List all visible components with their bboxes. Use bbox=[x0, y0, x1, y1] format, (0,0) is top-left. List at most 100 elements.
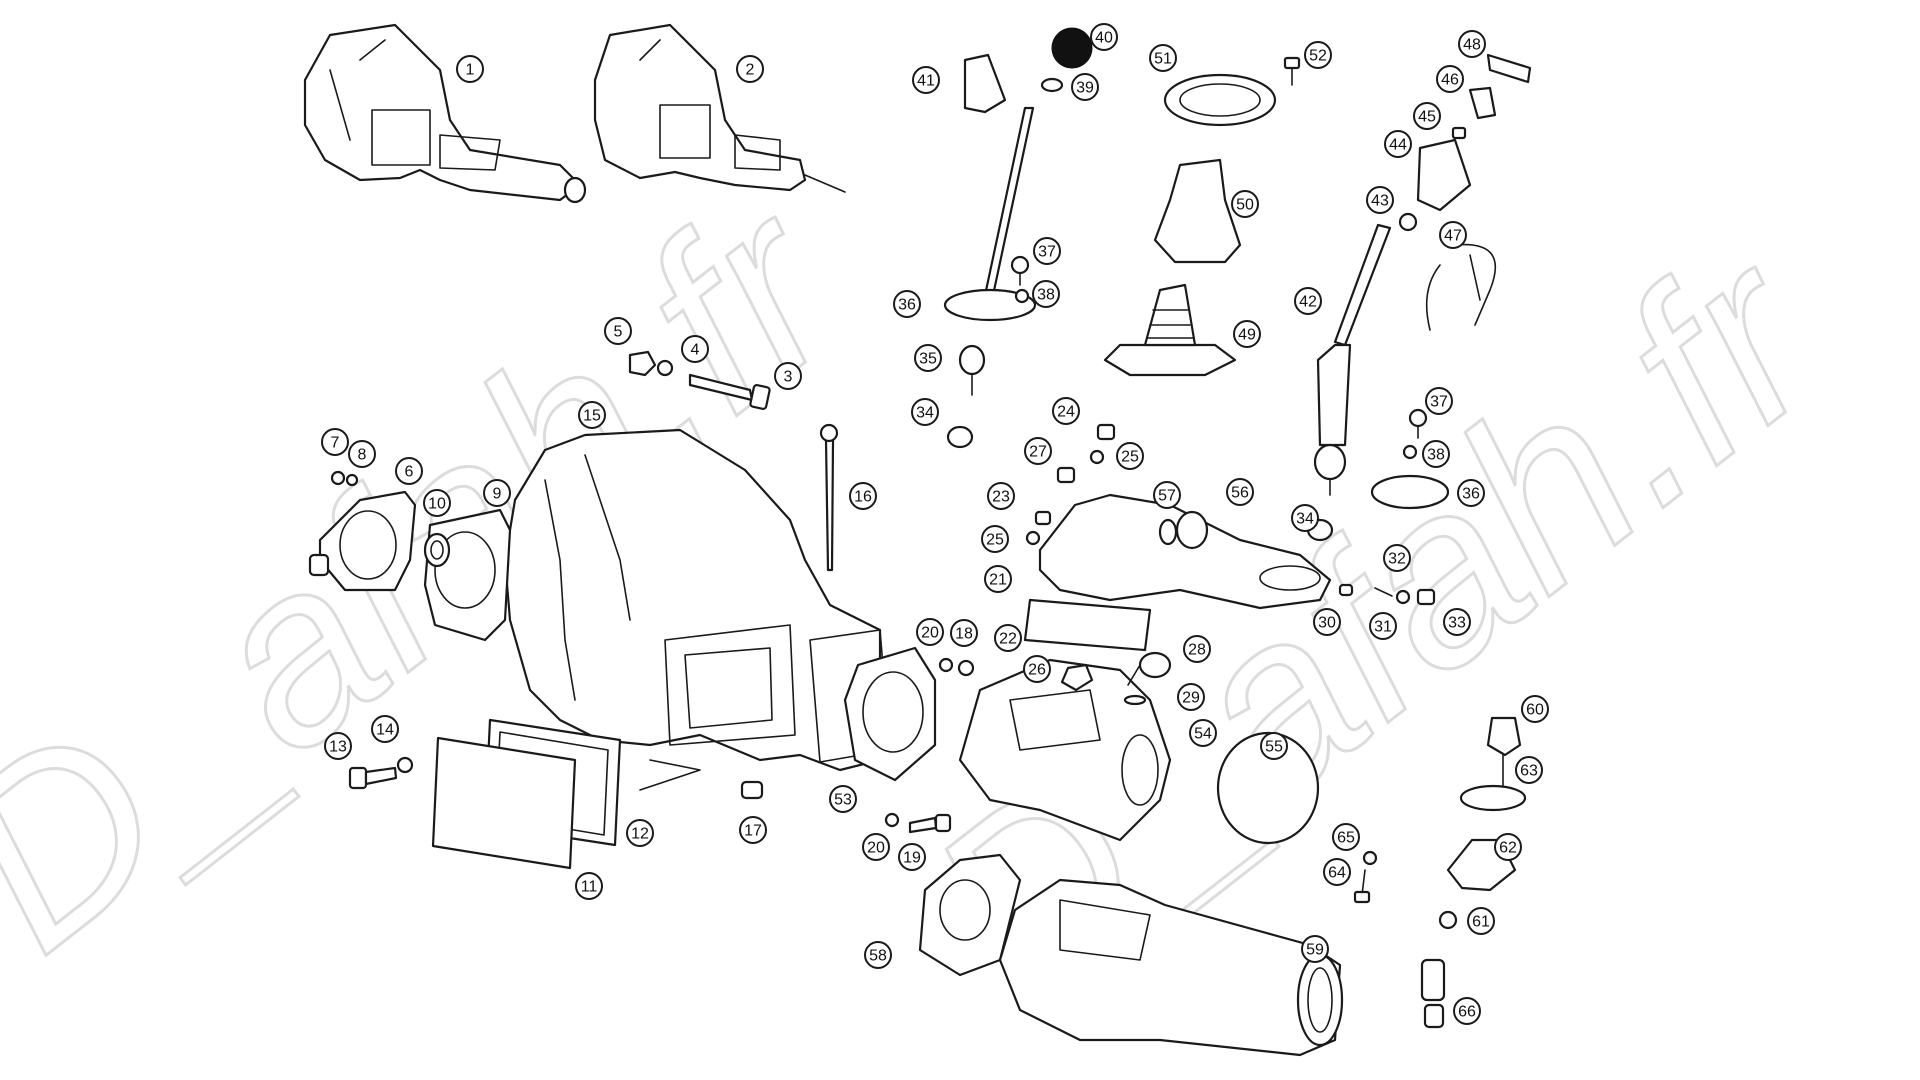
callout-number: 52 bbox=[1309, 48, 1327, 65]
callout-circle bbox=[1383, 544, 1411, 572]
nut-18 bbox=[957, 659, 975, 677]
callout-16: 16 bbox=[849, 482, 877, 510]
callout-number: 47 bbox=[1444, 228, 1462, 245]
callout-number: 36 bbox=[1462, 486, 1480, 503]
callout-number: 50 bbox=[1236, 197, 1254, 214]
callout-13: 13 bbox=[324, 732, 352, 760]
washer-14 bbox=[396, 756, 414, 774]
screw-52 bbox=[1283, 56, 1301, 86]
callout-number: 56 bbox=[1231, 485, 1249, 502]
gasket-53 bbox=[843, 646, 937, 782]
callout-number: 32 bbox=[1388, 551, 1406, 568]
callout-number: 64 bbox=[1328, 865, 1346, 882]
callout-58: 58 bbox=[864, 941, 892, 969]
callout-circle bbox=[736, 55, 764, 83]
callout-circle bbox=[916, 618, 944, 646]
callout-22: 22 bbox=[994, 624, 1022, 652]
callout-45: 45 bbox=[1413, 102, 1441, 130]
bolt-64 bbox=[1353, 869, 1371, 904]
callout-number: 24 bbox=[1057, 404, 1075, 421]
callout-number: 57 bbox=[1158, 488, 1176, 505]
callout-11: 11 bbox=[575, 872, 603, 900]
callout-circle bbox=[849, 482, 877, 510]
callout-52: 52 bbox=[1304, 41, 1332, 69]
callout-circle bbox=[1183, 635, 1211, 663]
callout-9: 9 bbox=[483, 479, 511, 507]
callout-circle bbox=[1189, 719, 1217, 747]
callout-number: 6 bbox=[405, 464, 414, 481]
callout-28: 28 bbox=[1183, 635, 1211, 663]
washer-25-right bbox=[1089, 449, 1105, 465]
callout-number: 25 bbox=[986, 532, 1004, 549]
callout-number: 58 bbox=[869, 948, 887, 965]
callout-8: 8 bbox=[348, 440, 376, 468]
callout-number: 54 bbox=[1194, 726, 1212, 743]
washer-20-upper bbox=[938, 657, 954, 673]
gear-knob-40 bbox=[1051, 27, 1093, 69]
callout-62: 62 bbox=[1494, 833, 1522, 861]
gearbox-assembly-2 bbox=[593, 23, 846, 193]
callout-circle bbox=[1116, 442, 1144, 470]
callout-number: 2 bbox=[746, 62, 755, 79]
callout-24: 24 bbox=[1052, 397, 1080, 425]
bolt-19 bbox=[908, 813, 952, 834]
nut-26 bbox=[1060, 663, 1094, 692]
callout-number: 38 bbox=[1427, 447, 1445, 464]
callout-number: 41 bbox=[917, 73, 935, 90]
callout-circle bbox=[1149, 44, 1177, 72]
callout-number: 25 bbox=[1121, 449, 1139, 466]
top-cover-21 bbox=[1038, 493, 1332, 610]
callout-circle bbox=[626, 819, 654, 847]
main-gearbox-casing-15 bbox=[503, 428, 891, 791]
washer-20-lower bbox=[884, 812, 900, 828]
callout-circle bbox=[1494, 833, 1522, 861]
callout-number: 5 bbox=[614, 324, 623, 341]
callout-circle bbox=[604, 317, 632, 345]
callout-circle bbox=[456, 55, 484, 83]
callout-number: 23 bbox=[992, 489, 1010, 506]
callout-circle bbox=[1291, 504, 1319, 532]
spring-31 bbox=[1374, 587, 1393, 597]
callout-18: 18 bbox=[950, 619, 978, 647]
callout-number: 48 bbox=[1463, 37, 1481, 54]
callout-circle bbox=[1457, 479, 1485, 507]
callout-38: 38 bbox=[1422, 440, 1450, 468]
callout-7: 7 bbox=[321, 428, 349, 456]
callout-32: 32 bbox=[1383, 544, 1411, 572]
callout-25: 25 bbox=[981, 525, 1009, 553]
callout-50: 50 bbox=[1231, 190, 1259, 218]
oil-seal-10 bbox=[423, 532, 451, 568]
callout-26: 26 bbox=[1023, 655, 1051, 683]
callout-55: 55 bbox=[1260, 732, 1288, 760]
callout-number: 4 bbox=[691, 342, 700, 359]
gasket-22 bbox=[1023, 598, 1152, 652]
gear-knob-41 bbox=[963, 53, 1007, 114]
callout-circle bbox=[1226, 478, 1254, 506]
callout-35: 35 bbox=[914, 344, 942, 372]
washer-4 bbox=[656, 359, 674, 377]
callout-43: 43 bbox=[1366, 186, 1394, 214]
plug-17 bbox=[740, 780, 764, 800]
callout-number: 26 bbox=[1028, 662, 1046, 679]
callout-circle bbox=[681, 335, 709, 363]
speedo-drive-28 bbox=[1127, 651, 1172, 686]
screw-37-upper bbox=[1010, 255, 1030, 286]
callout-circle bbox=[1304, 41, 1332, 69]
callout-number: 17 bbox=[744, 823, 762, 840]
callout-circle bbox=[423, 489, 451, 517]
callout-circle bbox=[1515, 756, 1543, 784]
gasket-plate-51 bbox=[1163, 73, 1277, 127]
callout-circle bbox=[578, 401, 606, 429]
callout-number: 43 bbox=[1371, 193, 1389, 210]
washer-38-upper bbox=[1014, 288, 1030, 304]
callout-36: 36 bbox=[1457, 479, 1485, 507]
seal-61 bbox=[1438, 910, 1458, 930]
callout-60: 60 bbox=[1521, 695, 1549, 723]
callout-2: 2 bbox=[736, 55, 764, 83]
callout-circle bbox=[829, 785, 857, 813]
gasket-58 bbox=[918, 853, 1022, 977]
callout-39: 39 bbox=[1071, 73, 1099, 101]
callout-65: 65 bbox=[1332, 823, 1360, 851]
callout-number: 7 bbox=[331, 435, 340, 452]
callout-number: 63 bbox=[1520, 763, 1538, 780]
